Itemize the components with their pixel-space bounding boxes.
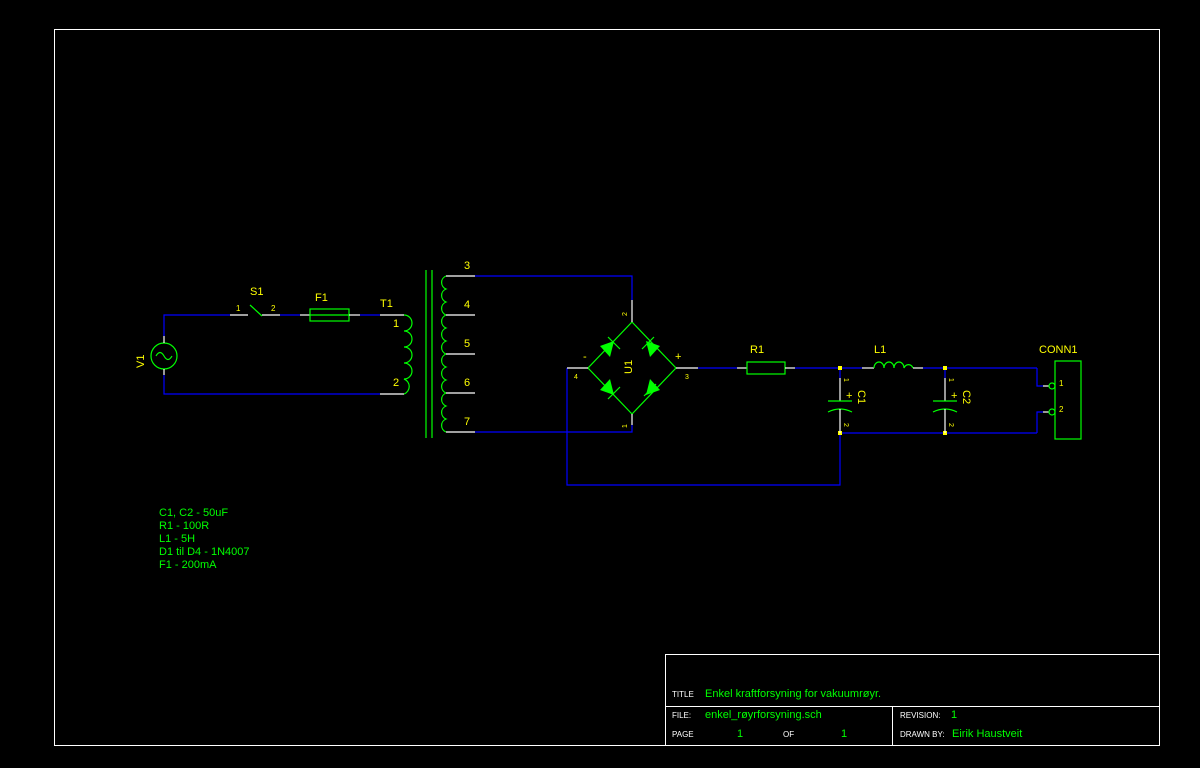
drawn-by-label: DRAWN BY: xyxy=(900,730,945,739)
note-line: R1 - 100R xyxy=(159,520,209,532)
u1-pin4: 4 xyxy=(574,374,578,381)
diode-d1 xyxy=(600,336,621,357)
u1-plus: + xyxy=(675,351,681,363)
t1-pin-5: 5 xyxy=(464,338,470,350)
title-label: TITLE xyxy=(672,690,694,699)
component-notes: C1, C2 - 50uF R1 - 100R L1 - 5H D1 til D… xyxy=(159,507,250,571)
s1-ref: S1 xyxy=(250,286,263,298)
note-line: D1 til D4 - 1N4007 xyxy=(159,546,250,558)
v1-ref: V1 xyxy=(135,355,147,368)
t1-pin-7: 7 xyxy=(464,416,470,428)
u1-pin1: 1 xyxy=(622,424,629,428)
bridge-rectifier-u1[interactable]: U1 + - 2 1 4 3 xyxy=(567,300,698,428)
sheet-border xyxy=(54,29,1160,746)
s1-pin2: 2 xyxy=(271,304,276,313)
note-line: C1, C2 - 50uF xyxy=(159,507,228,519)
t1-ref: T1 xyxy=(380,298,393,310)
note-line: F1 - 200mA xyxy=(159,559,217,571)
wires xyxy=(163,275,1043,486)
of-label: OF xyxy=(783,730,794,739)
conn1-pin2: 2 xyxy=(1059,405,1064,414)
c1-pin2: 2 xyxy=(842,423,849,427)
c1-plus: + xyxy=(846,390,852,402)
c1-ref: C1 xyxy=(855,390,867,404)
page-label: PAGE xyxy=(672,730,694,739)
s1-pin1: 1 xyxy=(236,304,241,313)
u1-pin3: 3 xyxy=(685,374,689,381)
t1-pin-1: 1 xyxy=(393,318,399,330)
u1-ref: U1 xyxy=(623,360,635,374)
diode-d3 xyxy=(643,379,660,397)
t1-pin-2: 2 xyxy=(393,377,399,389)
inductor-l1[interactable]: L1 xyxy=(862,344,923,369)
c2-pin2: 2 xyxy=(947,423,954,427)
junction-dots xyxy=(838,366,947,435)
l1-ref: L1 xyxy=(874,344,886,356)
page-value: 1 xyxy=(737,728,743,740)
of-value: 1 xyxy=(841,728,847,740)
f1-ref: F1 xyxy=(315,292,328,304)
conn1-ref: CONN1 xyxy=(1039,344,1078,356)
resistor-r1[interactable]: R1 xyxy=(737,344,795,375)
revision-value: 1 xyxy=(951,709,957,721)
transformer-t1[interactable]: T1 1 2 3 4 5 6 7 xyxy=(380,260,475,438)
capacitor-c2[interactable]: + C2 1 2 xyxy=(932,378,972,433)
diode-d4 xyxy=(600,379,621,400)
t1-pin-4: 4 xyxy=(464,299,470,311)
c2-plus: + xyxy=(951,390,957,402)
ac-source-v1[interactable]: V1 xyxy=(135,336,178,375)
diode-d2 xyxy=(641,336,660,357)
connector-conn1[interactable]: CONN1 1 2 xyxy=(1039,344,1082,440)
t1-pin-6: 6 xyxy=(464,377,470,389)
t1-pin-3: 3 xyxy=(464,260,470,272)
capacitor-c1[interactable]: + C1 1 2 xyxy=(827,378,867,433)
note-line: L1 - 5H xyxy=(159,533,195,545)
file-label: FILE: xyxy=(672,711,691,720)
revision-label: REVISION: xyxy=(900,711,940,720)
switch-s1[interactable]: S1 1 2 xyxy=(230,286,280,317)
c1-pin1: 1 xyxy=(842,378,849,382)
r1-ref: R1 xyxy=(750,344,764,356)
conn1-pin1: 1 xyxy=(1059,379,1064,388)
c2-ref: C2 xyxy=(960,390,972,404)
u1-pin2: 2 xyxy=(622,312,629,316)
fuse-f1[interactable]: F1 xyxy=(300,292,360,322)
drawn-by-value: Eirik Haustveit xyxy=(952,728,1022,740)
c2-pin1: 1 xyxy=(947,378,954,382)
title-block: TITLE Enkel kraftforsyning for vakuumrøy… xyxy=(665,654,1160,746)
file-value: enkel_røyrforsyning.sch xyxy=(705,709,822,721)
title-value: Enkel kraftforsyning for vakuumrøyr. xyxy=(705,688,881,700)
u1-minus: - xyxy=(583,351,587,363)
